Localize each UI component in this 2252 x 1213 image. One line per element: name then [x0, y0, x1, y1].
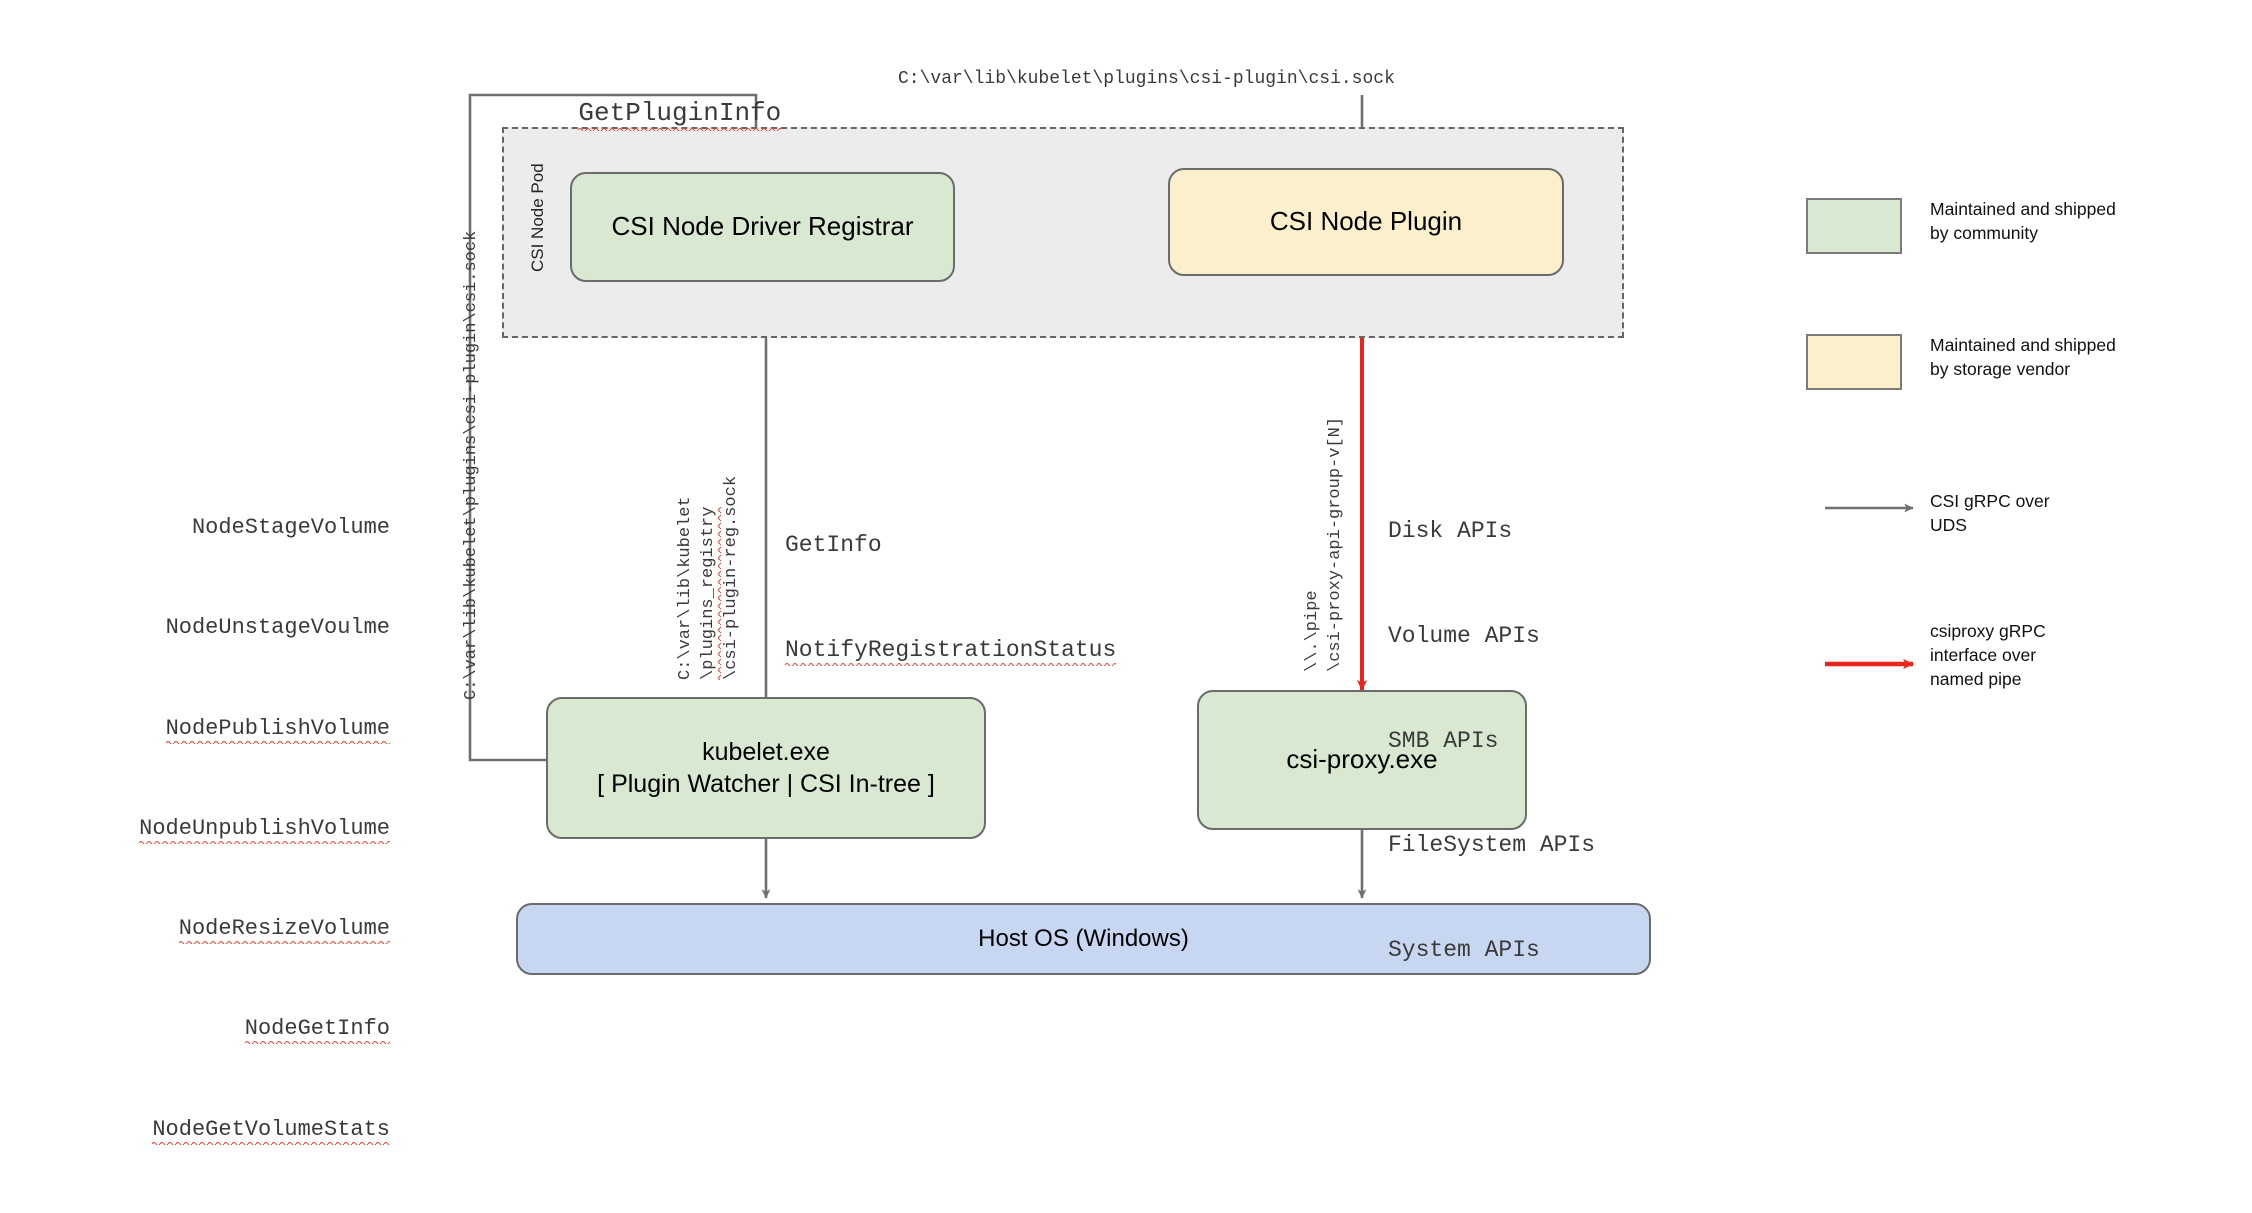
proxy-api-item: SMB APIs — [1388, 727, 1499, 754]
label-registry-path-line-2: \plugins_registry — [699, 506, 721, 680]
label-registry-path-line-3: \csi-plugin-reg.sock — [722, 475, 741, 680]
csi-node-pod-label: CSI Node Pod — [528, 163, 547, 272]
call-text: NodeGetVolumeStats — [152, 1116, 390, 1145]
label-csi-sock-path-left: C:\var\lib\kubelet\plugins\csi-plugin\cs… — [462, 230, 481, 700]
call-text: NodePublishVolume — [165, 715, 390, 744]
node-label: csi-proxy.exe — [1286, 744, 1438, 775]
legend-label-vendor: Maintained and shipped by storage vendor — [1930, 335, 2116, 379]
registrar-call-0: GetInfo — [785, 531, 882, 558]
kubelet-line-2: [ Plugin Watcher | CSI In-tree ] — [597, 770, 935, 798]
registrar-call-1-text: NotifyRegistrationStatus — [785, 636, 1117, 666]
node-service-call-list: NodeStageVolume NodeUnstageVoulme NodePu… — [100, 444, 390, 1213]
node-service-call: NodeUnpublishVolume — [100, 812, 390, 845]
node-service-call: NodeStageVolume — [100, 511, 390, 544]
kubelet-line-1: kubelet.exe — [702, 738, 830, 766]
label-csi-sock-path-top: C:\var\lib\kubelet\plugins\csi-plugin\cs… — [898, 69, 1395, 89]
label-registry-path-line-1: C:\var\lib\kubelet — [676, 496, 695, 680]
registrar-call-1: NotifyRegistrationStatus — [785, 633, 1117, 668]
label-registrar-calls: GetInfo NotifyRegistrationStatus — [785, 458, 1117, 738]
legend-swatch-community — [1806, 198, 1902, 254]
call-text: NodeResizeVolume — [178, 916, 390, 945]
proxy-api-list: Disk APIs Volume APIs SMB APIs FileSyste… — [1388, 444, 1595, 1038]
label-named-pipe-line-2: \csi-proxy-api-group-v[N] — [1326, 416, 1345, 672]
node-service-call: NodeUnstageVoulme — [100, 611, 390, 644]
node-label: CSI Node Driver Registrar — [611, 211, 914, 242]
node-csi-node-plugin[interactable]: CSI Node Plugin — [1168, 168, 1564, 276]
legend-label-community: Maintained and shipped by community — [1930, 199, 2116, 243]
call-text: NodeUnpublishVolume — [139, 815, 390, 844]
call-text: NodeStageVolume — [191, 514, 390, 540]
registry-path-text: \plugins_registry — [699, 506, 721, 680]
node-kubelet-exe[interactable]: kubelet.exe [ Plugin Watcher | CSI In-tr… — [546, 697, 986, 839]
diagram-canvas: CSI Node Pod CSI Node Driver Registrar C… — [139, 68, 2116, 1145]
node-service-call: NodePublishVolume — [100, 712, 390, 745]
call-text: NodeUnstageVoulme — [165, 615, 390, 641]
node-service-call: NodeGetVolumeStats — [100, 1113, 390, 1146]
node-csi-node-driver-registrar[interactable]: CSI Node Driver Registrar — [570, 172, 955, 282]
proxy-api-item: System APIs — [1388, 937, 1540, 964]
node-service-call: NodeResizeVolume — [100, 912, 390, 945]
legend-swatch-vendor — [1806, 334, 1902, 390]
node-host-os[interactable]: Host OS (Windows) — [516, 903, 1651, 975]
get-plugin-info-text: GetPluginInfo — [578, 98, 782, 131]
proxy-api-item: Volume APIs — [1388, 622, 1540, 649]
legend-label-csi-grpc-uds: CSI gRPC over UDS — [1930, 491, 2050, 535]
node-service-call: NodeGetInfo — [100, 1012, 390, 1045]
node-csi-proxy-exe[interactable]: csi-proxy.exe — [1197, 690, 1527, 830]
node-label: CSI Node Plugin — [1269, 206, 1463, 237]
call-text: NodeGetInfo — [244, 1016, 390, 1045]
label-named-pipe-line-1: \\.\pipe — [1303, 590, 1322, 672]
node-label: Host OS (Windows) — [978, 924, 1189, 952]
proxy-api-item: FileSystem APIs — [1388, 832, 1596, 859]
legend-label-csiproxy-named-pipe: csiproxy gRPC interface over named pipe — [1930, 621, 2046, 689]
proxy-api-item: Disk APIs — [1388, 517, 1513, 544]
label-get-plugin-info: GetPluginInfo — [516, 68, 782, 158]
